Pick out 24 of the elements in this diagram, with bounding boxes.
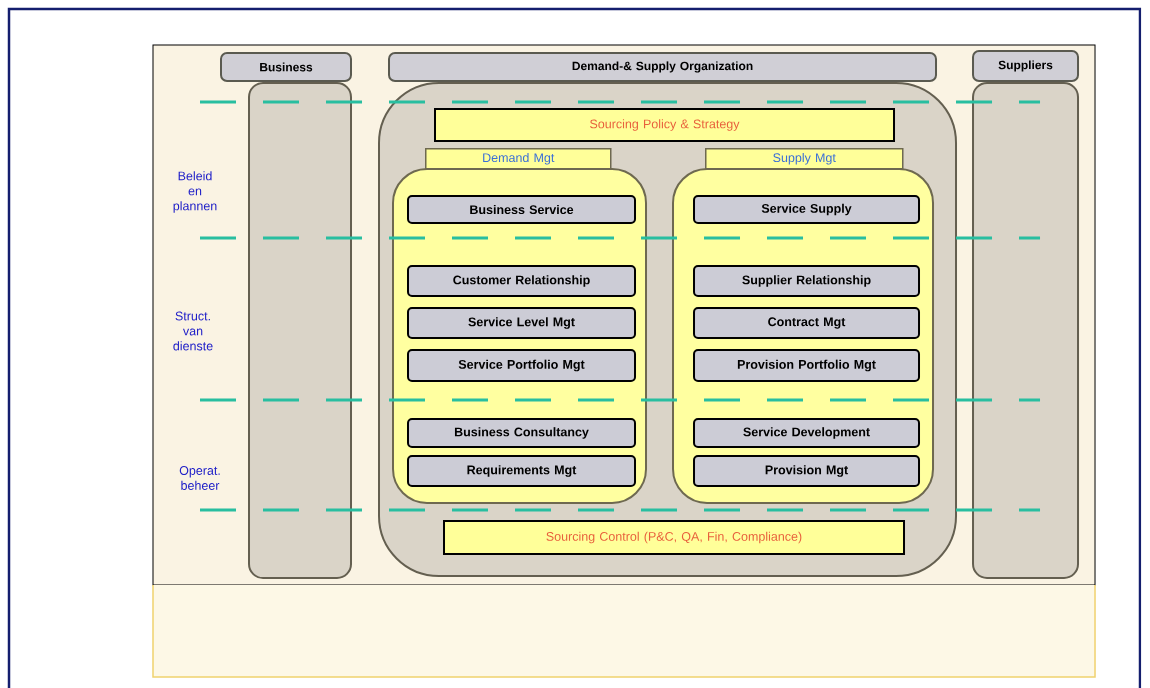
row-label: Operat. beheer bbox=[179, 466, 220, 490]
process-box: Provision Portfolio Mgt bbox=[693, 349, 920, 382]
group-tab: Supply Mgt bbox=[705, 148, 904, 170]
column-panel bbox=[972, 82, 1079, 579]
row-label: Beleid en plannen bbox=[173, 171, 217, 213]
header-box: Demand-& Supply Organization bbox=[388, 52, 937, 82]
process-box: Business Consultancy bbox=[407, 418, 636, 448]
row-label: Struct. van dienste bbox=[173, 311, 213, 351]
process-box: Provision Mgt bbox=[693, 455, 920, 487]
process-box: Requirements Mgt bbox=[407, 455, 636, 487]
process-box: Customer Relationship bbox=[407, 265, 636, 297]
process-box: Supplier Relationship bbox=[693, 265, 920, 297]
process-box: Service Level Mgt bbox=[407, 307, 636, 339]
column-panel bbox=[248, 82, 352, 579]
process-box: Service Portfolio Mgt bbox=[407, 349, 636, 382]
policy-box: Sourcing Policy & Strategy bbox=[434, 108, 895, 142]
process-box: Contract Mgt bbox=[693, 307, 920, 339]
process-box: Business Service bbox=[407, 195, 636, 224]
process-box: Service Supply bbox=[693, 195, 920, 224]
policy-box: Sourcing Control (P&C, QA, Fin, Compliance) bbox=[443, 520, 905, 555]
header-box: Business bbox=[220, 52, 352, 82]
group-tab: Demand Mgt bbox=[425, 148, 612, 170]
process-box: Service Development bbox=[693, 418, 920, 448]
header-box: Suppliers bbox=[972, 50, 1079, 82]
